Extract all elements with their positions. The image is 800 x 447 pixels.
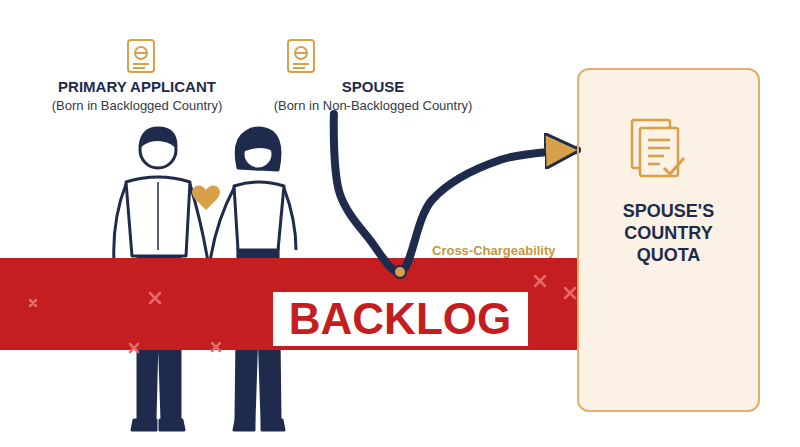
birth-note: (Born in Non-Backlogged Country): [258, 97, 488, 114]
passport-icon: [288, 40, 314, 72]
backlog-band: [0, 258, 580, 350]
pivot-dot: [394, 266, 406, 278]
role-heading: PRIMARY APPLICANT: [37, 78, 237, 96]
band-texture: [30, 276, 575, 352]
document-icon: [632, 120, 684, 176]
quota-box: SPOUSE'S COUNTRY QUOTA: [577, 68, 760, 412]
backlog-label-box: BACKLOG: [273, 292, 528, 346]
role-heading: SPOUSE: [258, 78, 488, 96]
person-node: PRIMARY APPLICANT(Born in Backlogged Cou…: [37, 78, 237, 114]
band-label: BACKLOG: [289, 296, 512, 342]
heart: [192, 186, 220, 211]
passport-icon: [128, 40, 154, 72]
quota-panel: [577, 68, 760, 412]
edge-label: Cross-Chargeability: [430, 243, 558, 258]
person-node: SPOUSE(Born in Non-Backlogged Country): [258, 78, 488, 114]
quota-heading: SPOUSE'S COUNTRY QUOTA: [591, 200, 746, 266]
birth-note: (Born in Backlogged Country): [37, 97, 237, 114]
cross-chargeability-arrow: [334, 114, 577, 272]
